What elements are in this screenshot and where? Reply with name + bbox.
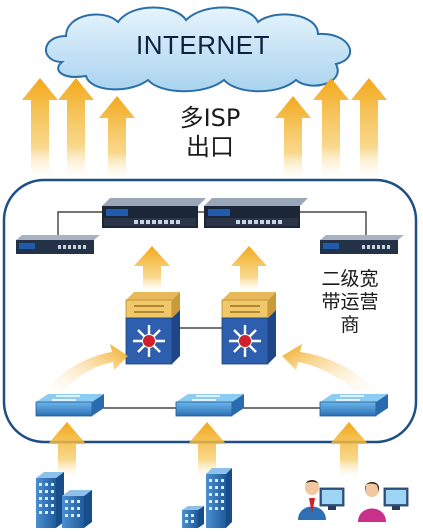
multi-isp-label: 多ISP 出口 bbox=[160, 104, 260, 163]
user-workstation-icon bbox=[358, 482, 409, 522]
internet-cloud-icon bbox=[45, 6, 352, 93]
uplink-arrows bbox=[22, 78, 387, 183]
secondary-isp-line-3: 商 bbox=[340, 314, 360, 337]
secondary-isp-line-1: 二级宽 bbox=[321, 268, 379, 290]
up-arrow-icon bbox=[99, 96, 135, 183]
up-arrow-icon bbox=[231, 246, 267, 294]
secondary-isp-label: 二级宽 带运营 商 bbox=[300, 268, 400, 338]
user-workstation-icon bbox=[298, 480, 345, 520]
access-switch-icon bbox=[319, 394, 388, 417]
firewall-device-icon bbox=[320, 235, 404, 254]
secondary-isp-line-2: 带运营 bbox=[321, 291, 379, 314]
access-switch-icon bbox=[175, 394, 244, 417]
access-uplink-arrows bbox=[42, 344, 378, 398]
curved-arrow-icon bbox=[282, 344, 378, 398]
core-uplink-arrows bbox=[134, 246, 267, 294]
up-arrow-icon bbox=[188, 422, 226, 480]
firewall-device-icon bbox=[102, 198, 206, 228]
up-arrow-icon bbox=[313, 78, 349, 183]
up-arrow-icon bbox=[58, 78, 94, 183]
office-building-icon bbox=[36, 472, 64, 528]
core-switch-icon bbox=[221, 292, 276, 365]
access-switch-icon bbox=[35, 394, 104, 417]
up-arrow-icon bbox=[134, 246, 170, 294]
internet-label: INTERNET bbox=[136, 30, 270, 60]
office-building-icon bbox=[182, 506, 204, 528]
firewall-device-icon bbox=[204, 198, 308, 228]
up-arrow-icon bbox=[22, 78, 58, 183]
firewall-links bbox=[57, 211, 367, 235]
curved-arrow-icon bbox=[42, 344, 128, 398]
up-arrow-icon bbox=[48, 422, 86, 480]
core-switch-icon bbox=[125, 292, 180, 365]
up-arrow-icon bbox=[275, 96, 311, 183]
up-arrow-icon bbox=[351, 78, 387, 183]
firewall-device-icon bbox=[16, 235, 100, 254]
multi-isp-line-1: 多ISP bbox=[179, 104, 241, 132]
multi-isp-line-2: 出口 bbox=[186, 133, 234, 162]
office-building-icon bbox=[62, 490, 92, 528]
office-building-icon bbox=[206, 468, 232, 528]
user-uplink-arrows bbox=[48, 422, 368, 480]
up-arrow-icon bbox=[330, 422, 368, 480]
